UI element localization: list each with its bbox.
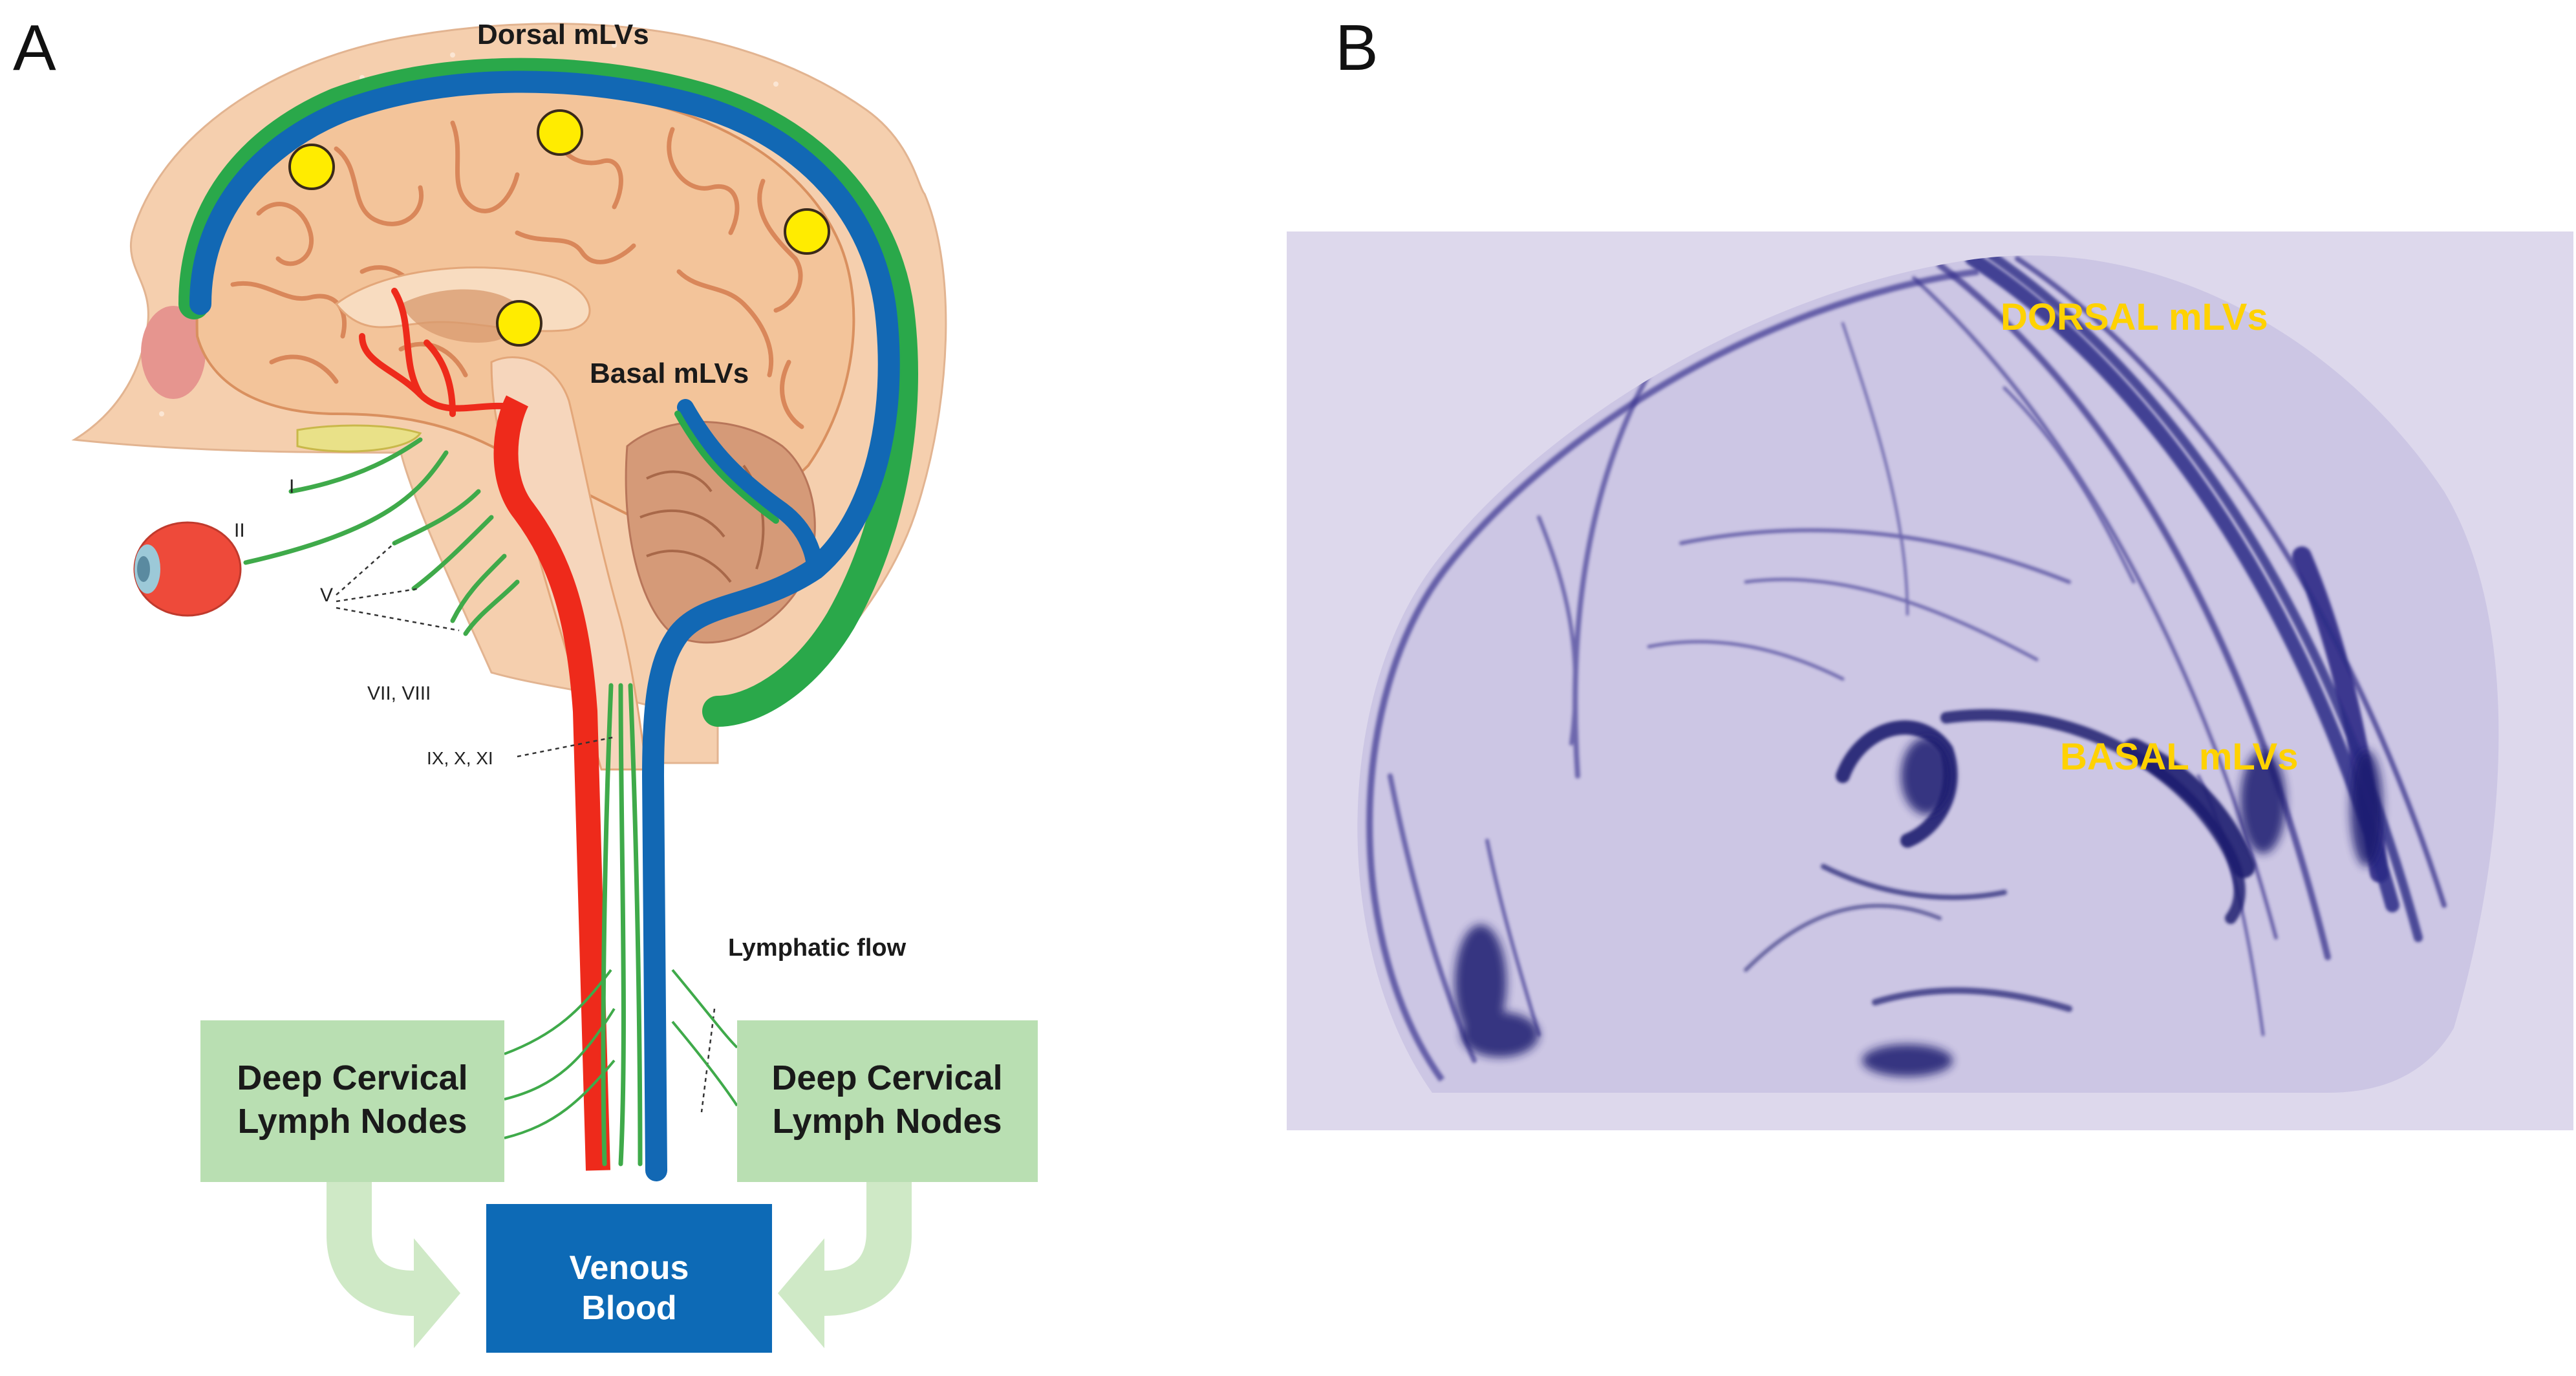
venous-blood-box [486,1204,772,1353]
marker-dot [496,300,542,347]
arrow-right [778,1182,912,1348]
marker-dot [784,208,830,255]
arrow-left [327,1182,460,1348]
stained-meninges-dome [1357,255,2499,1093]
marker-dot [537,109,583,156]
eye [133,521,242,617]
cerebral-arteries [359,288,521,417]
nasal-region [141,306,206,399]
lymph-node-box-left [200,1020,504,1182]
dorsal-mlvs-stain-label: DORSAL mLVs [2001,296,2268,338]
panel-a: A [13,12,1038,1353]
lymphatic-flow-label: Lymphatic flow [728,934,907,962]
carotid-artery [493,395,610,1171]
panel-b-letter: B [1335,12,1379,84]
venous-line1: Venous [570,1249,689,1287]
transverse-sinus [677,399,823,577]
basal-mlvs-label: Basal mLVs [590,358,749,389]
nerve-leaders [336,543,716,1113]
lymph-node-left-line2: Lymph Nodes [237,1102,467,1141]
cranial-nerves [243,437,643,1166]
superior-sagittal-sinus [189,70,900,1181]
nerve-label-i: I [289,476,294,497]
lymph-vessels [504,969,738,1139]
basal-mlvs-stain-label: BASAL mLVs [2060,736,2298,778]
lymph-node-right-line1: Deep Cervical [771,1059,1002,1097]
lymph-node-right-line2: Lymph Nodes [772,1102,1002,1141]
basal-lymphatic [674,411,779,524]
lymph-node-box-right [737,1020,1038,1182]
nerve-label-v: V [320,585,333,606]
panel-a-letter: A [13,12,56,84]
thalamus [401,289,522,343]
nerve-label-ix-x-xi: IX, X, XI [427,748,493,768]
lymph-node-left-line1: Deep Cervical [237,1059,467,1097]
nerve-label-vii-viii: VII, VIII [367,683,431,704]
panel-b: B [1287,12,2573,1130]
olfactory-bulb [296,424,422,453]
nerve-label-ii: II [234,520,245,541]
stained-vessels [1366,255,2447,1082]
venous-line2: Blood [581,1289,676,1327]
marker-dot [288,144,335,190]
dorsal-mlvs-label: Dorsal mLVs [477,19,649,50]
mlv-markers [288,109,830,347]
